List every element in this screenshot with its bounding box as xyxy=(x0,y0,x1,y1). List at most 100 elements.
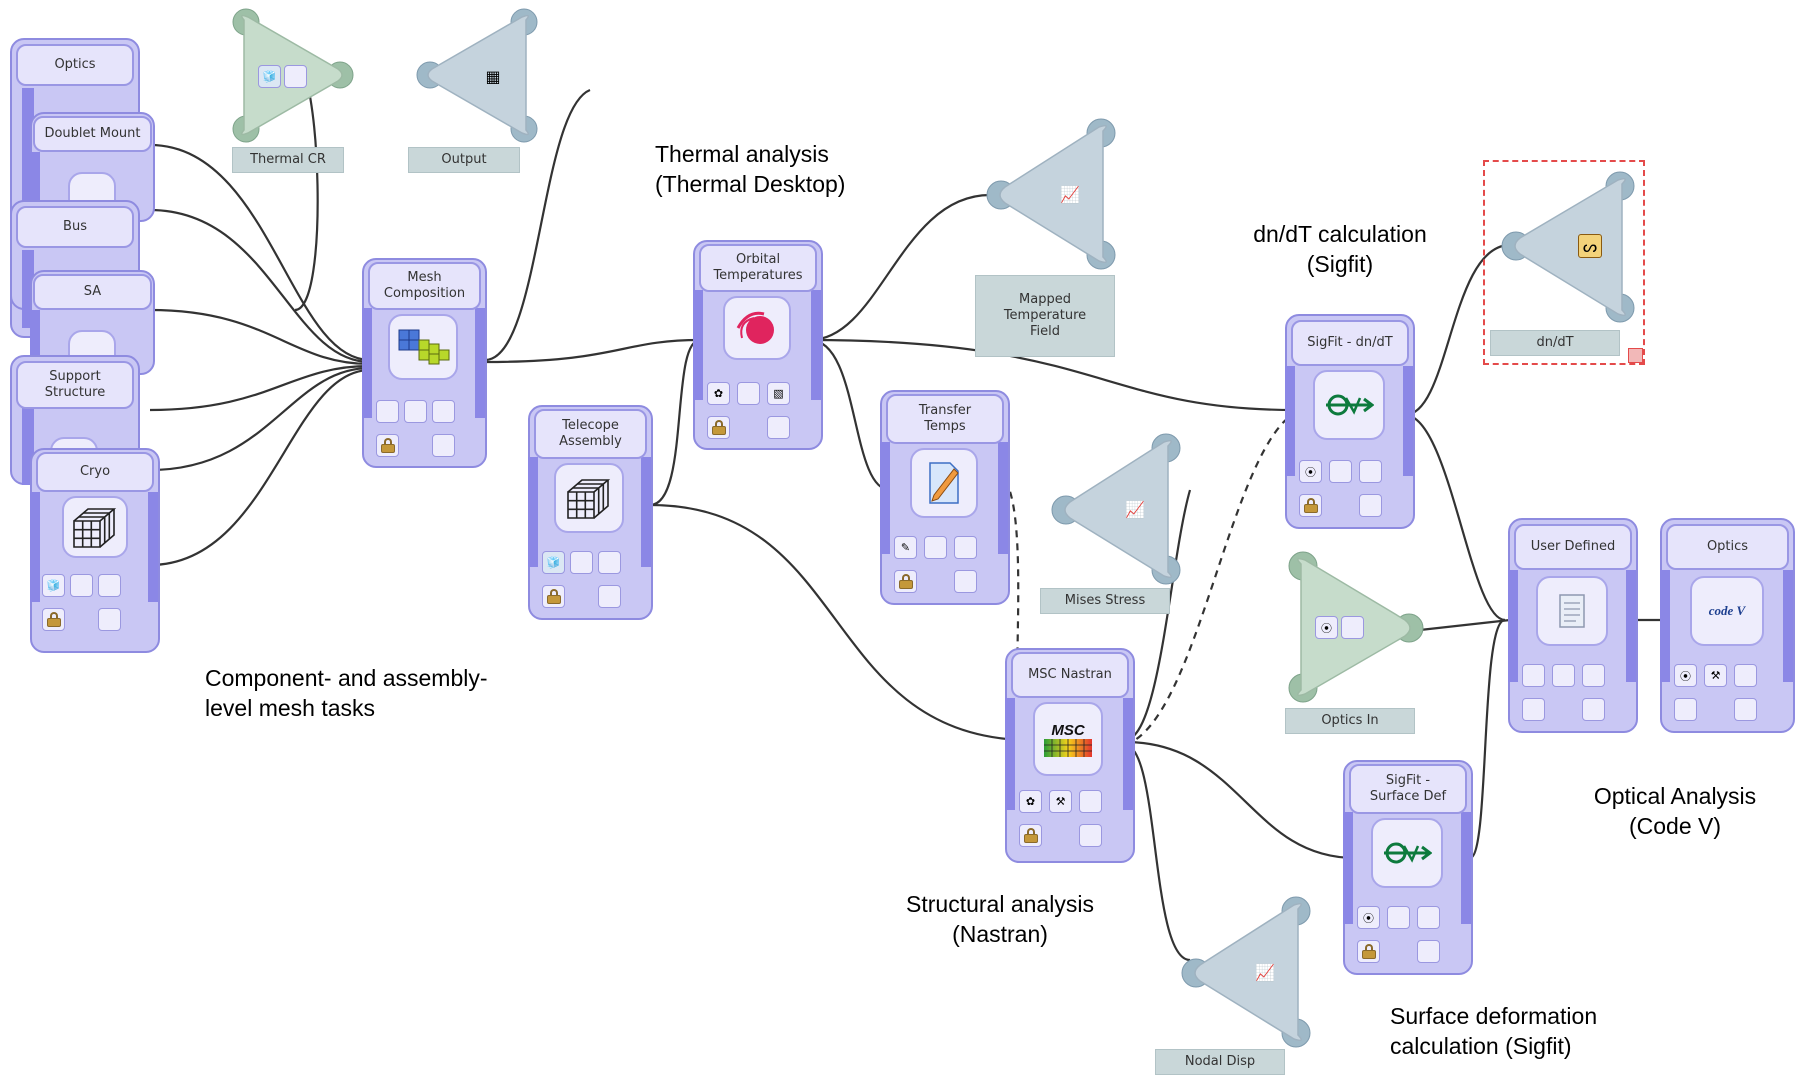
empty-slot[interactable] xyxy=(1079,790,1102,813)
image-slot-icon[interactable]: ▧ xyxy=(767,382,790,405)
lock-icon xyxy=(46,612,61,627)
empty-slot[interactable] xyxy=(1387,906,1410,929)
script-scroll-icon xyxy=(1536,576,1608,646)
empty-slot[interactable] xyxy=(432,400,455,423)
code-v-logo-text: code V xyxy=(1708,603,1746,618)
empty-slot[interactable] xyxy=(598,551,621,574)
node-band xyxy=(998,442,1008,554)
node-optics-code-v[interactable]: Optics code V ⦿ ⚒ xyxy=(1660,518,1795,733)
resize-handle[interactable] xyxy=(1628,348,1643,363)
empty-slot[interactable] xyxy=(1734,698,1757,721)
node-band xyxy=(1403,366,1413,476)
optics-slot-icon[interactable]: ⦿ xyxy=(1357,906,1380,929)
empty-slot[interactable] xyxy=(70,574,93,597)
empty-slot[interactable] xyxy=(767,416,790,439)
node-band xyxy=(30,152,40,222)
node-title: Orbital Temperatures xyxy=(699,244,817,292)
empty-slot[interactable] xyxy=(954,536,977,559)
empty-slot[interactable] xyxy=(1359,494,1382,517)
msc-logo-text: MSC xyxy=(1051,721,1085,739)
node-telescope-assembly[interactable]: Telecope Assembly 🧊 xyxy=(528,405,653,620)
node-user-defined[interactable]: User Defined xyxy=(1508,518,1638,733)
tools-slot-icon[interactable]: ⚒ xyxy=(1704,664,1727,687)
empty-slot[interactable] xyxy=(1734,664,1757,687)
graph-plot-icon: 📈 xyxy=(1125,499,1145,519)
empty-slot[interactable] xyxy=(1341,616,1364,639)
empty-slot[interactable] xyxy=(1329,460,1352,483)
code-v-logo-icon: code V xyxy=(1690,576,1764,646)
empty-slot[interactable] xyxy=(98,574,121,597)
node-band xyxy=(362,308,372,418)
triangle-label: Mapped Temperature Field xyxy=(975,275,1115,357)
empty-slot[interactable] xyxy=(284,65,307,88)
mesh-slot-icon[interactable]: 🧊 xyxy=(542,551,565,574)
empty-slot[interactable] xyxy=(1522,698,1545,721)
lock-slot[interactable] xyxy=(1357,940,1380,963)
node-sigfit-surface-def[interactable]: SigFit - Surface Def ⦿ xyxy=(1343,760,1473,975)
triangle-nodal-disp[interactable]: 📈 Nodal Disp xyxy=(1155,893,1320,1079)
empty-slot[interactable] xyxy=(1079,824,1102,847)
node-orbital-temperatures[interactable]: Orbital Temperatures ✿ ▧ xyxy=(693,240,823,450)
triangle-mises-stress[interactable]: 📈 Mises Stress xyxy=(1040,430,1220,620)
empty-slot[interactable] xyxy=(1522,664,1545,687)
flowers-slot-icon[interactable]: ✿ xyxy=(1019,790,1042,813)
annotation-mesh: Component- and assembly- level mesh task… xyxy=(205,665,488,721)
empty-slot[interactable] xyxy=(98,608,121,631)
lock-slot[interactable] xyxy=(542,585,565,608)
triangle-optics-in[interactable]: ⦿ Optics In xyxy=(1285,548,1430,738)
node-title: SA xyxy=(33,274,152,310)
triangle-label: Optics In xyxy=(1285,708,1415,734)
triangle-label: Nodal Disp xyxy=(1155,1049,1285,1075)
lock-slot[interactable] xyxy=(707,416,730,439)
empty-slot[interactable] xyxy=(1582,664,1605,687)
scroll-shape xyxy=(1559,594,1585,628)
empty-slot[interactable] xyxy=(598,585,621,608)
node-title: SigFit - Surface Def xyxy=(1349,764,1467,814)
node-sigfit-dndt[interactable]: SigFit - dn/dT ⦿ xyxy=(1285,314,1415,529)
empty-slot[interactable] xyxy=(404,400,427,423)
optics-slot-icon[interactable]: ⦿ xyxy=(1315,616,1338,639)
block-mesh-icon xyxy=(62,496,128,558)
node-msc-nastran[interactable]: MSC Nastran MSC ✿ ⚒ xyxy=(1005,648,1135,863)
triangle-output[interactable]: ▦ Output xyxy=(408,5,542,175)
lock-slot[interactable] xyxy=(894,570,917,593)
lock-icon xyxy=(546,589,561,604)
transfer-slot-icon[interactable]: ✎ xyxy=(894,536,917,559)
empty-slot[interactable] xyxy=(924,536,947,559)
empty-slot[interactable] xyxy=(737,382,760,405)
triangle-thermal-cr[interactable]: 🧊 Thermal CR xyxy=(232,5,357,175)
optics-slot-icon[interactable]: ⦿ xyxy=(1674,664,1697,687)
triangle-mapped-temperature-field[interactable]: 📈 Mapped Temperature Field xyxy=(975,115,1120,360)
tools-slot-icon[interactable]: ⚒ xyxy=(1049,790,1072,813)
mesh-slot-icon[interactable]: 🧊 xyxy=(42,574,65,597)
lock-icon xyxy=(898,574,913,589)
node-transfer-temps[interactable]: Transfer Temps ✎ xyxy=(880,390,1010,605)
empty-slot[interactable] xyxy=(1359,460,1382,483)
lock-slot[interactable] xyxy=(1019,824,1042,847)
empty-slot[interactable] xyxy=(1582,698,1605,721)
node-band xyxy=(641,457,651,567)
triangle-dn-dt[interactable]: ᔕ dn/dT xyxy=(1490,168,1645,363)
flowers-slot-icon[interactable]: ✿ xyxy=(707,382,730,405)
annotation-thermal: Thermal analysis (Thermal Desktop) xyxy=(655,141,846,197)
node-cryo[interactable]: Cryo 🧊 xyxy=(30,448,160,653)
node-mesh-composition[interactable]: Mesh Composition xyxy=(362,258,487,468)
triangle-label: Output xyxy=(408,147,520,173)
empty-slot[interactable] xyxy=(376,400,399,423)
empty-slot[interactable] xyxy=(570,551,593,574)
empty-slot[interactable] xyxy=(1552,664,1575,687)
lock-slot[interactable] xyxy=(376,434,399,457)
graph-plot-icon: 📈 xyxy=(1255,962,1275,982)
lock-slot[interactable] xyxy=(42,608,65,631)
mesh-slot-icon[interactable]: 🧊 xyxy=(258,65,281,88)
lock-slot[interactable] xyxy=(1299,494,1322,517)
node-title: Doublet Mount xyxy=(33,116,152,152)
empty-slot[interactable] xyxy=(954,570,977,593)
optics-slot-icon[interactable]: ⦿ xyxy=(1299,460,1322,483)
empty-slot[interactable] xyxy=(1674,698,1697,721)
empty-slot[interactable] xyxy=(432,434,455,457)
empty-slot[interactable] xyxy=(1417,906,1440,929)
empty-slot[interactable] xyxy=(1417,940,1440,963)
sigfit-logo-icon xyxy=(1371,818,1443,888)
